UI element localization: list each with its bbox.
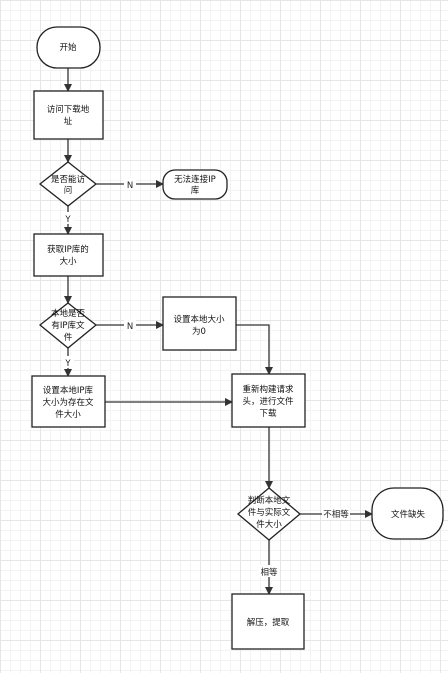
edge-label-no-2: N [127,322,133,332]
edge-label-no-1: N [127,181,133,191]
node-local-exists-line2: 有IP库文 [51,320,85,331]
edge-label-not-equal: 不相等 [323,509,349,520]
edge-label-equal: 相等 [260,567,278,578]
node-rebuild-line2: 头，进行文件 [242,396,294,407]
node-local-exists [38,302,98,349]
node-get-size-line2: 大小 [59,256,77,267]
node-rebuild-line1: 重新构建请求 [242,384,294,395]
node-set-existing-line1: 设置本地IP库 [43,385,94,396]
node-cannot-connect-line2: 库 [191,185,200,196]
node-set-existing-line2: 大小为存在文 [42,397,94,408]
node-file-missing-label: 文件缺失 [391,509,426,520]
node-compare-line3: 件大小 [256,519,282,530]
edge-setzero-to-rebuild [236,324,273,375]
node-compare [236,487,302,541]
node-compare-line1: 判断本地文 [248,495,291,506]
node-rebuild-line3: 下载 [259,408,277,419]
node-set-zero [162,296,237,351]
node-can-visit-line1: 是否能访 [51,174,86,185]
node-set-existing-line3: 件大小 [55,409,81,420]
node-visit-url [33,90,104,140]
edge-label-yes-2: Y [64,359,71,369]
node-rebuild [231,373,306,428]
node-visit-url-line2: 址 [64,116,73,127]
node-cannot-connect-line1: 无法连接IP [174,174,216,185]
node-set-existing [31,375,106,428]
node-visit-url-line1: 访问下载地 [47,104,90,115]
node-set-zero-line1: 设置本地大小 [173,314,225,325]
node-start-label: 开始 [59,42,77,53]
node-cannot-connect [162,169,228,200]
node-local-exists-line3: 件 [64,332,73,343]
node-extract-label: 解压，提取 [247,617,290,628]
node-compare-line2: 件与实际文 [248,507,291,518]
node-start [36,26,101,69]
node-local-exists-line1: 本地是否 [51,308,86,319]
node-can-visit [38,161,98,207]
node-get-size-line1: 获取IP库的 [47,244,89,255]
edge-label-yes-1: Y [64,215,71,225]
node-extract [231,593,305,650]
node-set-zero-line2: 为0 [192,326,206,337]
node-get-size [33,233,104,277]
node-can-visit-line2: 问 [64,186,73,196]
node-file-missing [371,487,444,540]
